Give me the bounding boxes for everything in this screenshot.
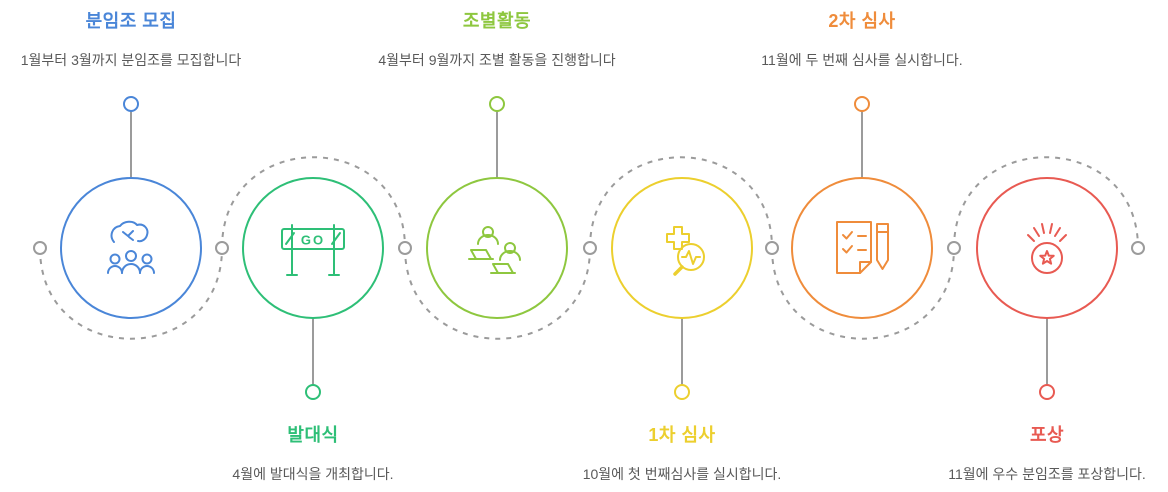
checklist-pen-icon [836, 221, 889, 274]
group-activity-icon [468, 226, 521, 274]
stem-dot-3 [489, 96, 505, 112]
step-circle-3 [426, 177, 568, 319]
step-desc-5: 11월에 두 번째 심사를 실시합니다. [761, 52, 963, 68]
cross-magnifier-icon [666, 226, 705, 276]
step-title-4: 1차 심사 [648, 425, 716, 445]
step-circle-6 [976, 177, 1118, 319]
dashed-arc [953, 156, 1139, 249]
step-label-5: 2차 심사 11월에 두 번째 심사를 실시합니다. [702, 7, 1022, 70]
step-desc-2: 4월에 발대식을 개최합니다. [232, 466, 394, 482]
step-label-6: 포상 11월에 우수 분임조를 포상합니다. [887, 421, 1168, 484]
step-title-2: 발대식 [287, 425, 339, 445]
dashed-arc [221, 156, 406, 249]
path-dot [583, 241, 597, 255]
path-dot [33, 241, 47, 255]
go-banner-text: GO [301, 233, 325, 248]
step-title-1: 분임조 모집 [85, 11, 177, 31]
teamwork-hands-icon [107, 220, 155, 274]
step-title-5: 2차 심사 [828, 11, 896, 31]
step-desc-1: 1월부터 3월까지 분임조를 모집합니다 [20, 52, 242, 68]
go-start-banner-icon: GO [281, 224, 345, 276]
step-desc-4: 10월에 첫 번째심사를 실시합니다. [582, 466, 782, 482]
step-desc-3: 4월부터 9월까지 조별 활동을 진행합니다 [378, 52, 616, 68]
step-circle-1 [60, 177, 202, 319]
path-dot [215, 241, 229, 255]
step-circle-5 [791, 177, 933, 319]
dashed-arc [771, 247, 955, 340]
stem-dot-5 [854, 96, 870, 112]
path-dot [398, 241, 412, 255]
stem-dot-6 [1039, 384, 1055, 400]
path-dot [765, 241, 779, 255]
dashed-arc [39, 247, 223, 340]
path-dot [947, 241, 961, 255]
path-dot [1131, 241, 1145, 255]
medal-star-icon [1027, 223, 1067, 274]
stem-dot-2 [305, 384, 321, 400]
dashed-arc [404, 247, 591, 340]
dashed-path [39, 111, 1139, 385]
path-dots [33, 241, 1145, 255]
stem-dot-4 [674, 384, 690, 400]
dashed-arc [589, 156, 773, 249]
step-label-2: 발대식 4월에 발대식을 개최합니다. [153, 421, 473, 484]
step-title-3: 조별활동 [462, 11, 532, 31]
step-label-4: 1차 심사 10월에 첫 번째심사를 실시합니다. [522, 421, 842, 484]
step-title-6: 포상 [1029, 425, 1065, 445]
step-desc-6: 11월에 우수 분임조를 포상합니다. [948, 466, 1146, 482]
step-label-3: 조별활동 4월부터 9월까지 조별 활동을 진행합니다 [337, 7, 657, 70]
stem-dot-1 [123, 96, 139, 112]
step-label-1: 분임조 모집 1월부터 3월까지 분임조를 모집합니다 [0, 7, 291, 70]
